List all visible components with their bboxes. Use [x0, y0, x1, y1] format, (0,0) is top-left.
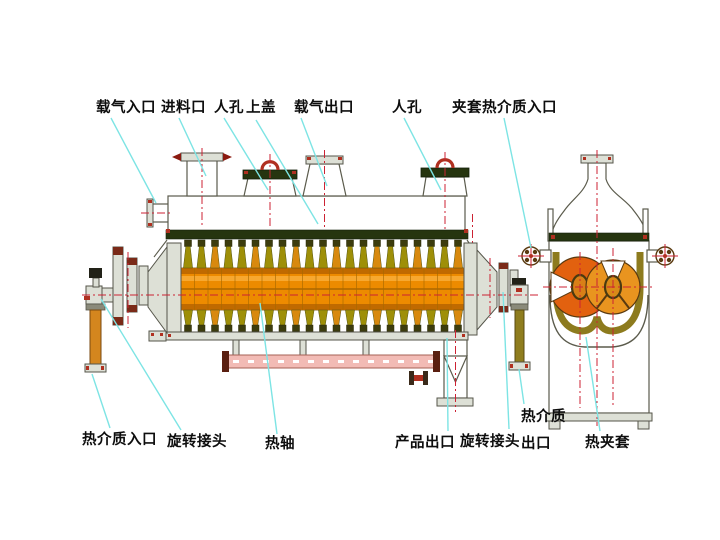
- end-view-neck: [550, 154, 648, 239]
- manhole-2-nozzle: [420, 152, 470, 230]
- label-jacket-heat-medium-inlet: 夹套热介质入口: [452, 98, 557, 116]
- label-manhole-2: 人孔: [392, 99, 422, 116]
- jacket-nozzle-left: [517, 243, 552, 269]
- label-feed-inlet: 进料口: [161, 98, 206, 116]
- label-heat-medium-inlet: 热介质入口: [82, 430, 157, 448]
- coupling-disc: [112, 246, 124, 326]
- label-carrier-gas-outlet: 载气出口: [294, 98, 354, 116]
- manhole-1-nozzle: [242, 154, 298, 228]
- carrier-gas-inlet-nozzle: [141, 198, 172, 228]
- trough-end-plate-right: [463, 242, 478, 336]
- support-frame: [222, 339, 440, 385]
- hot-shaft-and-paddles: [180, 239, 465, 332]
- label-manhole-1: 人孔: [214, 99, 244, 116]
- rotary-joint-right: [509, 278, 529, 305]
- shaft-hub-cone: [476, 248, 498, 332]
- label-rotary-joint-right: 旋转接头: [459, 432, 520, 450]
- trough-end-plate-left: [166, 242, 182, 336]
- end-view-top-bar: [548, 232, 650, 242]
- front-view: [82, 148, 538, 412]
- coupling-disc: [138, 265, 149, 306]
- label-top-cover: 上盖: [246, 98, 276, 116]
- drain-valve: [409, 371, 428, 385]
- beam-end-right: [433, 351, 440, 372]
- vessel-upper-chamber: [167, 195, 466, 233]
- label-hot-jacket: 热夹套: [585, 433, 630, 451]
- label-heat-medium-outlet-line2: 出口: [521, 434, 551, 452]
- label-carrier-gas-inlet: 载气入口: [96, 98, 156, 116]
- frame-beam: [227, 354, 438, 369]
- shaft-hub-cone: [147, 245, 168, 335]
- rotary-joint-left: [84, 268, 103, 305]
- jacket-nozzle-right: [646, 243, 679, 269]
- labels: 载气入口 进料口 人孔 上盖 载气出口 人孔 夹套热介质入口 热介质入口 旋转接…: [82, 98, 630, 452]
- end-view: [517, 150, 679, 430]
- flange-arrow-left: [172, 153, 181, 161]
- left-shaft-end: [84, 245, 168, 373]
- label-product-outlet: 产品出口: [395, 433, 455, 451]
- label-rotary-joint-left: 旋转接头: [166, 432, 227, 450]
- label-heat-medium-outlet-line1: 热介质: [521, 407, 566, 425]
- heat-medium-inlet-pipe: [84, 303, 107, 373]
- label-hot-shaft: 热轴: [265, 434, 295, 452]
- beam-end-left: [222, 351, 229, 372]
- leader-lines: [91, 117, 601, 435]
- product-outlet-duct: [436, 330, 474, 412]
- heat-medium-outlet-pipe: [508, 303, 531, 371]
- flange-arrow-right: [223, 153, 232, 161]
- trough-bottom-rail: [148, 330, 469, 342]
